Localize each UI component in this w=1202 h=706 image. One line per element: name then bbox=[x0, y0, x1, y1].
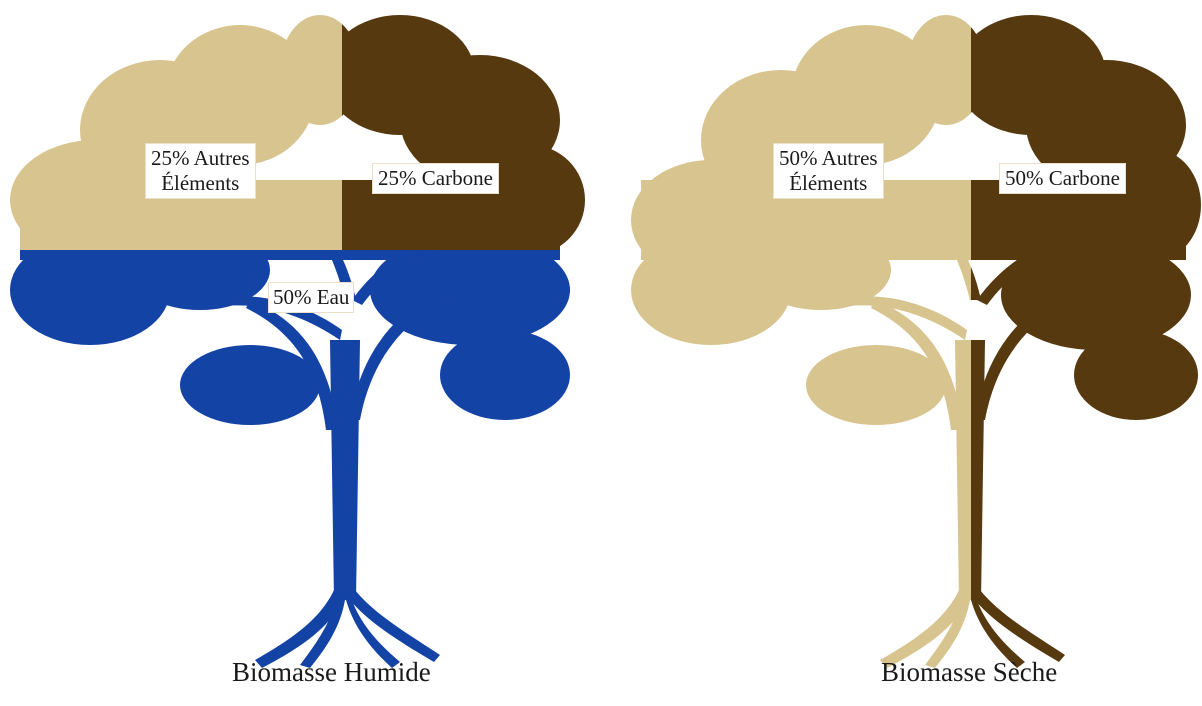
dry-carbon-label: 50% Carbone bbox=[999, 163, 1126, 194]
wet-other-elements-label: 25% Autres Éléments bbox=[145, 143, 256, 199]
dry-other-elements-label-line1: 50% Autres bbox=[779, 146, 878, 171]
dry-biomass-tree-panel: 50% Autres Éléments 50% Carbone Biomasse… bbox=[601, 0, 1202, 706]
wet-biomass-tree-panel: 25% Autres Éléments 25% Carbone 50% Eau … bbox=[0, 0, 601, 706]
wet-biomass-caption: Biomasse Humide bbox=[232, 657, 431, 688]
dry-other-elements-label-line2: Éléments bbox=[779, 171, 878, 196]
dry-biomass-caption: Biomasse Sèche bbox=[881, 657, 1057, 688]
dry-biomass-tree-illustration bbox=[601, 0, 1202, 706]
wet-water-label: 50% Eau bbox=[268, 282, 354, 313]
wet-carbon-label: 25% Carbone bbox=[372, 163, 499, 194]
wet-other-elements-label-line1: 25% Autres bbox=[151, 146, 250, 171]
dry-other-elements-label: 50% Autres Éléments bbox=[773, 143, 884, 199]
wet-biomass-tree-illustration bbox=[0, 0, 601, 706]
wet-other-elements-label-line2: Éléments bbox=[151, 171, 250, 196]
